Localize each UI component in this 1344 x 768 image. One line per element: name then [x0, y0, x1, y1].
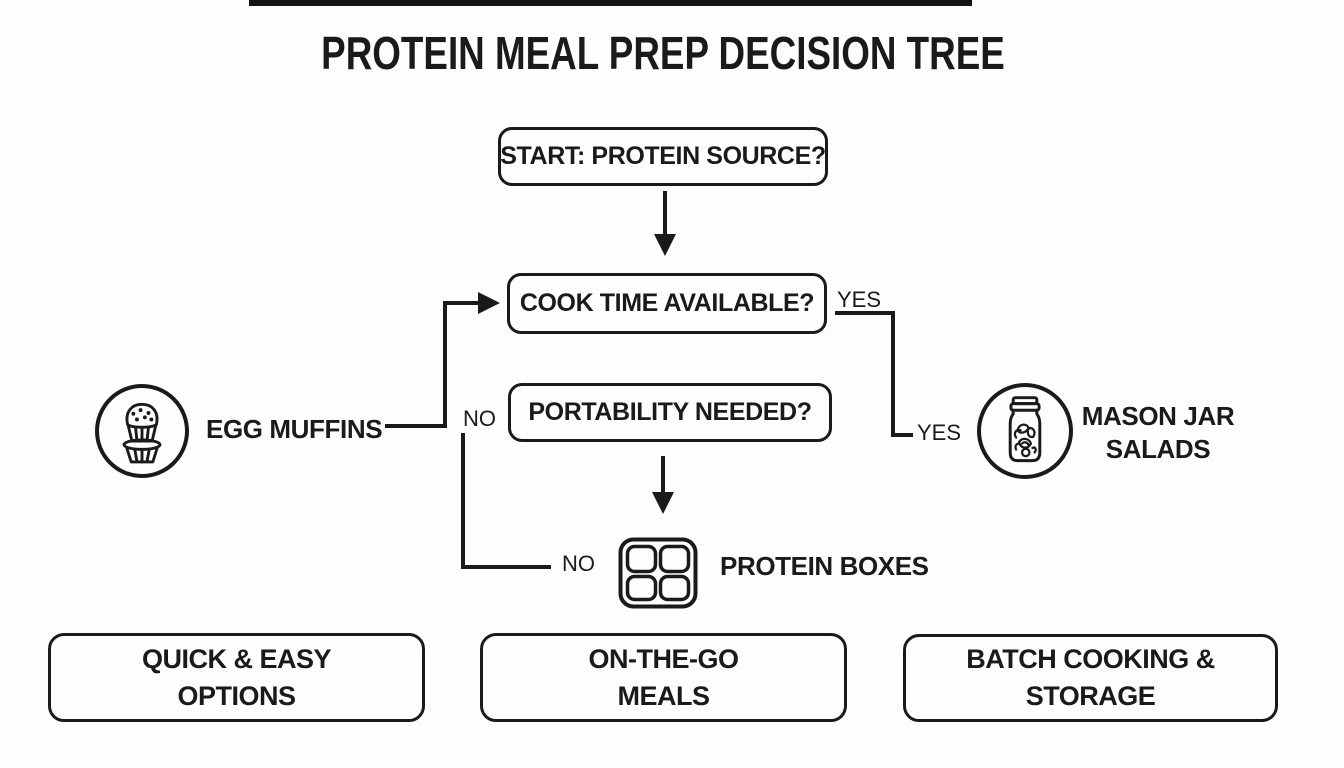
category-box-on-the-go: ON-THE-GO MEALS: [480, 633, 847, 722]
branch-label-no-portability: NO: [562, 551, 595, 576]
category-quick-easy-line1: QUICK & EASY: [141, 643, 332, 674]
arrowhead-down-icon: [654, 234, 676, 256]
arrowhead-right-icon: [478, 292, 500, 314]
node-portability-label: PORTABILITY NEEDED?: [528, 398, 812, 426]
connector-eggmuffins-to-cooktime: [385, 301, 478, 428]
mason-jar-salads-label-line2: SALADS: [1105, 434, 1211, 464]
branch-label-no-cooktime: NO: [463, 406, 496, 431]
category-on-the-go-line2: MEALS: [617, 680, 711, 711]
muffin-icon: [122, 402, 162, 464]
node-start-label: START: PROTEIN SOURCE?: [500, 142, 826, 170]
node-cook-time: COOK TIME AVAILABLE?: [507, 273, 827, 334]
page-title: PROTEIN MEAL PREP DECISION TREE: [321, 27, 1005, 79]
node-cook-time-label: COOK TIME AVAILABLE?: [519, 289, 815, 317]
connector-cooktime-yes-to-masonjar: [835, 311, 913, 437]
node-start: START: PROTEIN SOURCE?: [498, 127, 828, 186]
category-box-batch-cooking: BATCH COOKING & STORAGE: [903, 634, 1278, 722]
category-batch-cooking-line1: BATCH COOKING &: [966, 644, 1215, 674]
mason-jar-icon: [1008, 396, 1042, 463]
bento-box-icon: [618, 537, 698, 609]
category-batch-cooking-line2: STORAGE: [1025, 681, 1156, 711]
mason-jar-circle: [977, 383, 1073, 479]
arrowhead-down-icon: [652, 492, 674, 514]
category-on-the-go-line1: ON-THE-GO: [588, 643, 740, 674]
branch-label-yes-masonjar: YES: [917, 420, 962, 445]
protein-boxes-label: PROTEIN BOXES: [720, 551, 929, 581]
egg-muffins-circle: [95, 384, 189, 478]
mason-jar-salads-label-line1: MASON JAR: [1081, 401, 1235, 431]
egg-muffins-label: EGG MUFFINS: [206, 414, 383, 444]
category-quick-easy-line2: OPTIONS: [177, 680, 296, 711]
cropped-top-bar: [249, 0, 972, 6]
connector-no-to-proteinboxes: [461, 433, 551, 569]
node-portability: PORTABILITY NEEDED?: [508, 383, 832, 442]
mason-jar-salads-label: MASON JAR SALADS: [1078, 400, 1238, 466]
branch-label-yes-cooktime: YES: [837, 287, 882, 312]
category-box-quick-easy: QUICK & EASY OPTIONS: [48, 633, 425, 722]
